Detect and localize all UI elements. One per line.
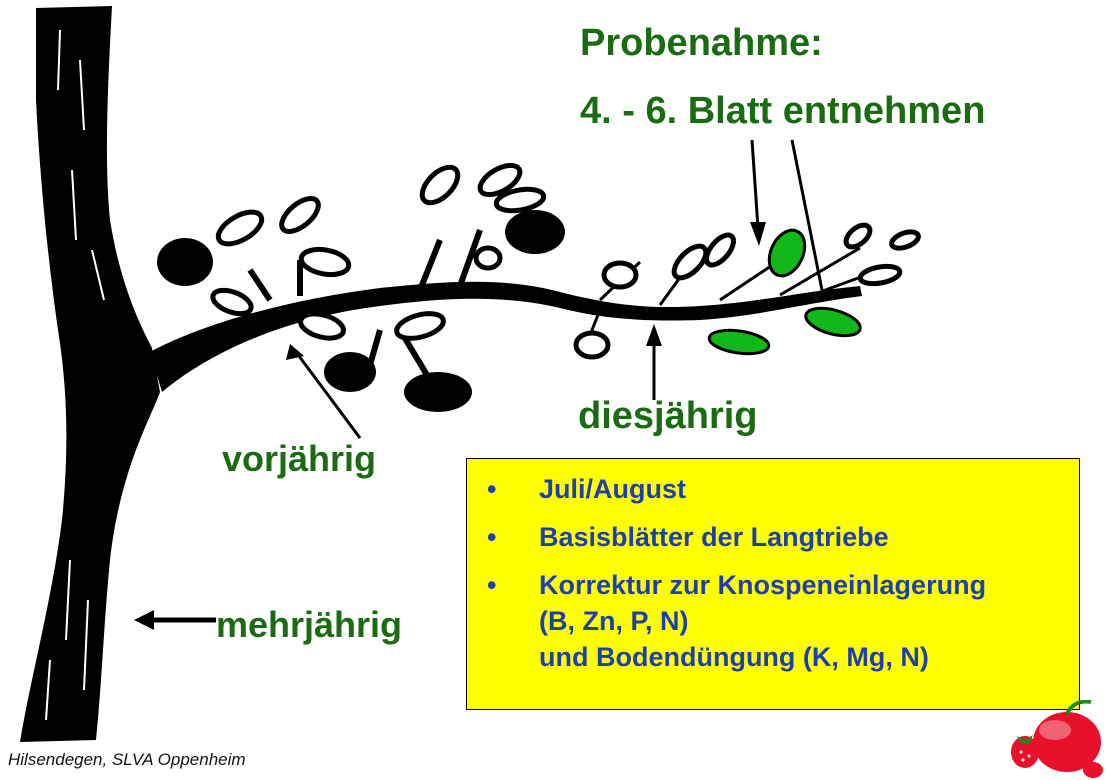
fruit-logo-icon bbox=[1005, 700, 1105, 778]
sample-leaf bbox=[803, 303, 863, 341]
info-item: Juli/August bbox=[481, 471, 1067, 507]
label-vorjaehrig: vorjährig bbox=[222, 438, 376, 480]
info-item: Basisblätter der Langtriebe bbox=[481, 519, 1067, 555]
label-diesjaehrig: diesjährig bbox=[578, 395, 758, 438]
info-list: Juli/August Basisblätter der Langtriebe … bbox=[481, 471, 1067, 675]
sample-leaf bbox=[762, 224, 811, 281]
page-title: Probenahme: bbox=[580, 22, 823, 65]
trunk-mehrjaehrig bbox=[20, 6, 160, 742]
info-item-continuation: und Bodendüngung (K, Mg, N) bbox=[539, 639, 1067, 675]
info-item: Korrektur zur Knospeneinlagerung (B, Zn,… bbox=[481, 567, 1067, 675]
author-credit: Hilsendegen, SLVA Oppenheim bbox=[8, 750, 246, 770]
info-box: Juli/August Basisblätter der Langtriebe … bbox=[466, 458, 1080, 710]
info-item-continuation: (B, Zn, P, N) bbox=[539, 603, 1067, 639]
sample-leaf bbox=[708, 327, 770, 357]
page-subtitle: 4. - 6. Blatt entnehmen bbox=[580, 90, 985, 133]
label-mehrjaehrig: mehrjährig bbox=[216, 604, 402, 646]
